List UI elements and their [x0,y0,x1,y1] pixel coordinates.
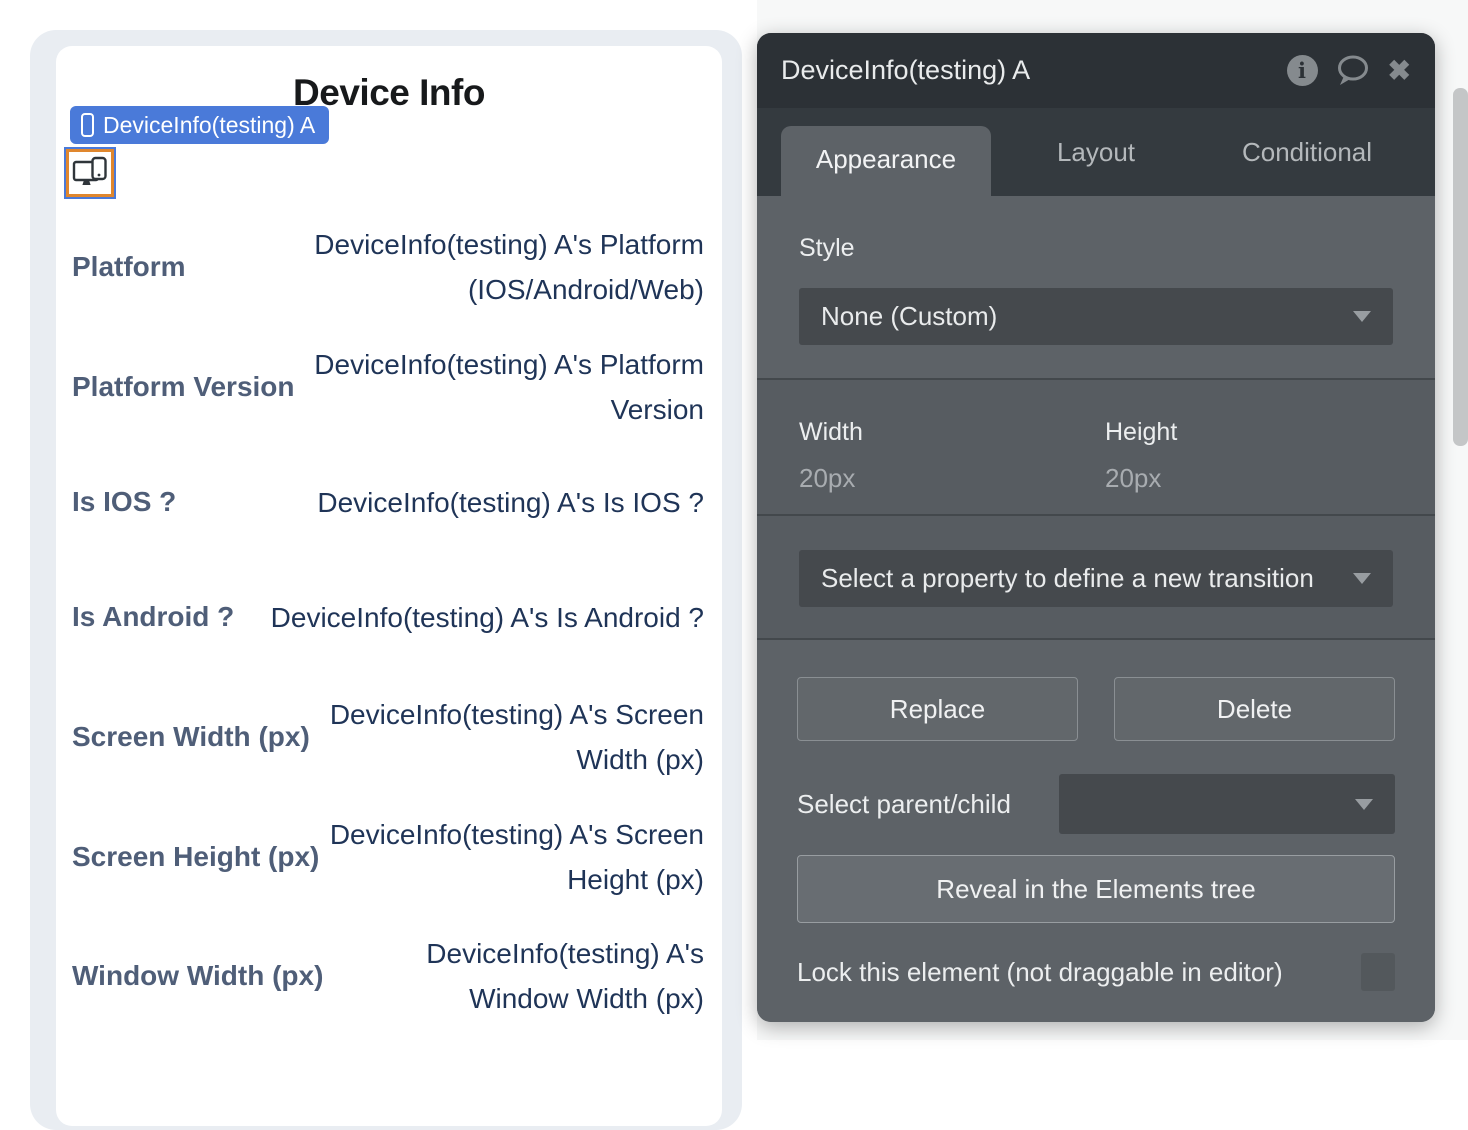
transition-section: Select a property to define a new transi… [757,514,1435,638]
row-label: Screen Width (px) [72,721,310,752]
row-label: Window Width (px) [72,960,324,991]
chevron-down-icon [1355,798,1373,810]
row-label: Screen Height (px) [72,841,320,872]
tab-bar: Appearance Layout Conditional [757,108,1435,196]
row-value: DeviceInfo(testing) A's Is Android ? [270,601,704,633]
info-row: Screen Height (px) DeviceInfo(testing) A… [72,797,704,917]
dimensions-section: Width 20px Height 20px [757,378,1435,514]
row-value: DeviceInfo(testing) A's Screen Width (px… [329,699,704,775]
tab-layout[interactable]: Layout [1056,137,1136,167]
property-editor-panel: DeviceInfo(testing) A i ✖ Appearance Lay… [757,33,1435,1022]
chevron-down-icon [1353,573,1371,584]
parent-child-dropdown[interactable] [1059,774,1395,834]
row-label: Platform [72,251,186,282]
selected-element[interactable] [66,149,114,197]
info-row: Platform DeviceInfo(testing) A's Platfor… [72,207,704,327]
info-row: Platform Version DeviceInfo(testing) A's… [72,327,704,447]
info-row: Is Android ? DeviceInfo(testing) A's Is … [72,557,704,677]
row-value: DeviceInfo(testing) A's Platform (IOS/An… [314,229,704,305]
inspector-pane: DeviceInfo(testing) A i ✖ Appearance Lay… [757,0,1468,1040]
parent-child-label: Select parent/child [797,788,1011,819]
info-row: Window Width (px) DeviceInfo(testing) A'… [72,916,704,1036]
height-field: Height 20px [1105,418,1177,494]
transition-property-dropdown[interactable]: Select a property to define a new transi… [799,550,1393,607]
action-buttons-row: Replace Delete [797,677,1395,741]
replace-button[interactable]: Replace [797,677,1078,741]
row-label: Is IOS ? [72,486,177,517]
panel-header: DeviceInfo(testing) A i ✖ [757,33,1435,108]
actions-section: Replace Delete Select parent/child Revea… [757,638,1435,1022]
lock-element-checkbox[interactable] [1361,953,1395,991]
style-dropdown-value: None (Custom) [821,301,998,331]
info-row: Screen Width (px) DeviceInfo(testing) A'… [72,677,704,797]
device-info-page-container: Device Info DeviceInfo(testing) A Platfo… [30,30,742,1130]
device-monitor-phone-icon [72,156,107,185]
tab-appearance[interactable]: Appearance [781,126,991,196]
style-label: Style [799,234,855,262]
style-section: Style None (Custom) [757,196,1435,378]
phone-icon [81,113,94,137]
parent-child-row: Select parent/child [797,774,1395,834]
height-label: Height [1105,418,1178,446]
row-value: DeviceInfo(testing) A's Screen Height (p… [329,819,704,895]
transition-dropdown-placeholder: Select a property to define a new transi… [821,563,1314,593]
delete-button[interactable]: Delete [1114,677,1395,741]
width-label: Width [799,418,863,446]
header-icons: i ✖ [1286,54,1411,87]
comment-icon[interactable] [1335,54,1371,87]
reveal-in-elements-tree-button[interactable]: Reveal in the Elements tree [797,855,1395,923]
info-row: Is IOS ? DeviceInfo(testing) A's Is IOS … [72,442,704,562]
chevron-down-icon [1353,311,1371,322]
device-info-card: Device Info DeviceInfo(testing) A Platfo… [56,46,722,1126]
lock-element-row: Lock this element (not draggable in edit… [797,950,1395,994]
row-label: Is Android ? [72,601,235,632]
row-value: DeviceInfo(testing) A's Platform Version [314,349,704,425]
row-label: Platform Version [72,371,295,402]
panel-title: DeviceInfo(testing) A [781,55,1031,85]
selected-element-badge-label: DeviceInfo(testing) A [103,111,316,138]
selected-element-badge[interactable]: DeviceInfo(testing) A [70,106,330,144]
vertical-scrollbar-thumb[interactable] [1453,88,1468,446]
info-icon[interactable]: i [1286,55,1318,86]
close-icon[interactable]: ✖ [1387,54,1411,86]
lock-element-label: Lock this element (not draggable in edit… [797,956,1283,987]
height-value: 20px [1105,463,1162,493]
row-value: DeviceInfo(testing) A's Is IOS ? [317,486,704,518]
row-value: DeviceInfo(testing) A's Window Width (px… [426,938,704,1014]
width-field: Width 20px [799,418,863,494]
width-value: 20px [799,463,856,493]
style-dropdown[interactable]: None (Custom) [799,288,1393,345]
tab-conditional[interactable]: Conditional [1241,137,1373,167]
